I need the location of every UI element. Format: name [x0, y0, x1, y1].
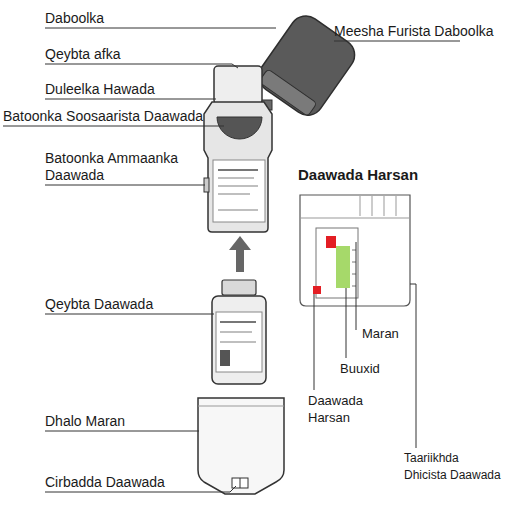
indicator-label: Daawada Harsan — [308, 392, 370, 426]
part-label: Duleelka Hawada — [45, 81, 205, 98]
dose-release-button — [217, 117, 262, 139]
bottle-rim — [300, 218, 410, 219]
leader-line — [410, 284, 416, 448]
leader-line — [45, 431, 199, 432]
leader-line — [314, 294, 315, 390]
label-print — [220, 321, 256, 323]
part-label: Meesha Furista Daboolka — [334, 23, 504, 40]
part-label: Qeybta afka — [45, 46, 195, 63]
label-mark — [220, 350, 230, 366]
leader-line — [356, 242, 357, 330]
indicator-bottle — [300, 195, 410, 306]
part-label: Cirbadda Daawada — [45, 474, 225, 491]
part-label: Batoonka Ammaanka Daawada — [45, 150, 195, 184]
label-print — [218, 209, 258, 211]
indicator-label: Taariikhda Dhicista Daawada — [404, 450, 504, 484]
bottle-ridge — [372, 196, 373, 216]
leader-line — [3, 126, 224, 127]
scale-tick — [352, 262, 356, 263]
arrow-head — [229, 236, 251, 250]
part-label: Qeybta Daawada — [45, 296, 205, 313]
label-print — [220, 331, 252, 333]
piercing-element — [232, 478, 248, 488]
leader-lines — [3, 28, 460, 492]
inset-heading: Daawada Harsan — [298, 166, 468, 183]
inhaler-body — [204, 102, 272, 232]
mouthpiece — [214, 66, 262, 104]
label-print — [218, 193, 250, 195]
label-print — [218, 177, 254, 179]
indicator-red-remaining — [313, 286, 321, 294]
base-rim — [198, 406, 284, 407]
leader-line — [45, 185, 205, 186]
cartridge-cap — [222, 280, 256, 295]
part-label: Batoonka Soosaarista Daawada — [3, 108, 218, 125]
indicator-label: Buuxid — [340, 360, 410, 377]
piercing-needle — [240, 478, 241, 488]
cartridge — [212, 296, 266, 384]
bottle-ridge — [396, 196, 397, 216]
leader-line — [45, 314, 214, 315]
scale-tick — [352, 286, 356, 287]
label-print — [220, 341, 256, 343]
label-print — [218, 169, 258, 171]
indicator-green-full — [336, 246, 350, 288]
indicator-red-empty — [326, 236, 336, 248]
device-label — [213, 160, 265, 222]
indicator-label: Maran — [362, 325, 432, 342]
bottle-ridge — [360, 196, 361, 216]
leader-line — [45, 64, 238, 68]
cartridge-label — [216, 312, 262, 372]
arrow-shaft — [236, 249, 244, 272]
label-print — [218, 185, 258, 187]
leader-line — [45, 28, 276, 29]
leader-line — [346, 288, 347, 358]
part-label: Daboolka — [45, 10, 165, 27]
scale-tick — [352, 274, 356, 275]
part-label: Dhalo Maran — [45, 413, 195, 430]
scale-tick — [352, 250, 356, 251]
leader-line — [45, 99, 216, 100]
indicator-window — [316, 228, 358, 298]
bottle-ridge — [384, 196, 385, 216]
leader-line — [334, 41, 460, 42]
clear-base — [198, 398, 284, 494]
